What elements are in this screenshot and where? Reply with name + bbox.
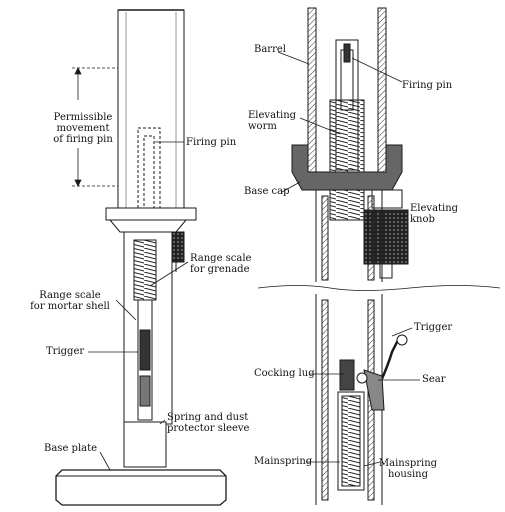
permissible-line-3: of firing pin bbox=[53, 134, 113, 145]
sear-label: Sear bbox=[422, 374, 446, 385]
permissible-movement-label: Permissible movement of firing pin bbox=[40, 112, 126, 145]
mainspring-housing-label: Mainspring housing bbox=[376, 458, 440, 480]
spring-line-1: Spring and dust bbox=[167, 412, 249, 423]
permissible-line-1: Permissible bbox=[53, 112, 113, 123]
right-base-cap bbox=[291, 144, 403, 191]
range-mortar-line-2: for mortar shell bbox=[30, 301, 110, 312]
right-firing-pin-label: Firing pin bbox=[402, 80, 453, 91]
left-barrel bbox=[117, 9, 185, 216]
mainspring-label: Mainspring bbox=[254, 456, 313, 467]
base-plate-label: Base plate bbox=[44, 443, 98, 454]
permissible-line-2: movement bbox=[56, 123, 110, 134]
right-elevating-worm bbox=[329, 99, 365, 221]
cocking-lug-label: Cocking lug bbox=[254, 368, 315, 379]
elevating-worm-label: Elevating worm bbox=[248, 110, 296, 132]
range-scale-grenade-label: Range scale for grenade bbox=[190, 253, 251, 275]
right-trigger-mechanism bbox=[339, 334, 408, 411]
elevating-knob-line-2: knob bbox=[410, 214, 435, 225]
left-leader-lines bbox=[72, 67, 189, 471]
mainspring-housing-line-1: Mainspring bbox=[378, 458, 438, 469]
spring-line-2: protector sleeve bbox=[167, 423, 250, 434]
left-mortar-figure bbox=[55, 9, 227, 506]
right-mainspring bbox=[337, 391, 365, 491]
barrel-label: Barrel bbox=[254, 44, 286, 55]
range-mortar-line-1: Range scale bbox=[39, 290, 101, 301]
elevating-worm-line-2: worm bbox=[248, 121, 277, 132]
left-base-plate bbox=[55, 469, 227, 506]
left-firing-pin-label: Firing pin bbox=[186, 137, 237, 148]
right-mortar-figure bbox=[257, 7, 501, 505]
elevating-worm-line-1: Elevating bbox=[248, 110, 297, 121]
mainspring-housing-line-2: housing bbox=[387, 469, 429, 480]
range-grenade-line-1: Range scale bbox=[190, 253, 252, 264]
range-scale-mortar-label: Range scale for mortar shell bbox=[24, 290, 116, 312]
right-trigger-label: Trigger bbox=[414, 322, 453, 333]
left-spring-sleeve bbox=[123, 421, 167, 468]
elevating-knob-label: Elevating knob bbox=[410, 203, 458, 225]
right-leader-lines bbox=[277, 51, 420, 467]
elevating-knob-line-1: Elevating bbox=[410, 203, 459, 214]
left-base-cap bbox=[105, 207, 197, 233]
left-body-tube bbox=[123, 231, 173, 425]
base-cap-label: Base cap bbox=[244, 186, 290, 197]
spring-dust-sleeve-label: Spring and dust protector sleeve bbox=[167, 412, 249, 434]
left-trigger-label: Trigger bbox=[46, 346, 85, 357]
range-grenade-line-2: for grenade bbox=[190, 264, 250, 275]
